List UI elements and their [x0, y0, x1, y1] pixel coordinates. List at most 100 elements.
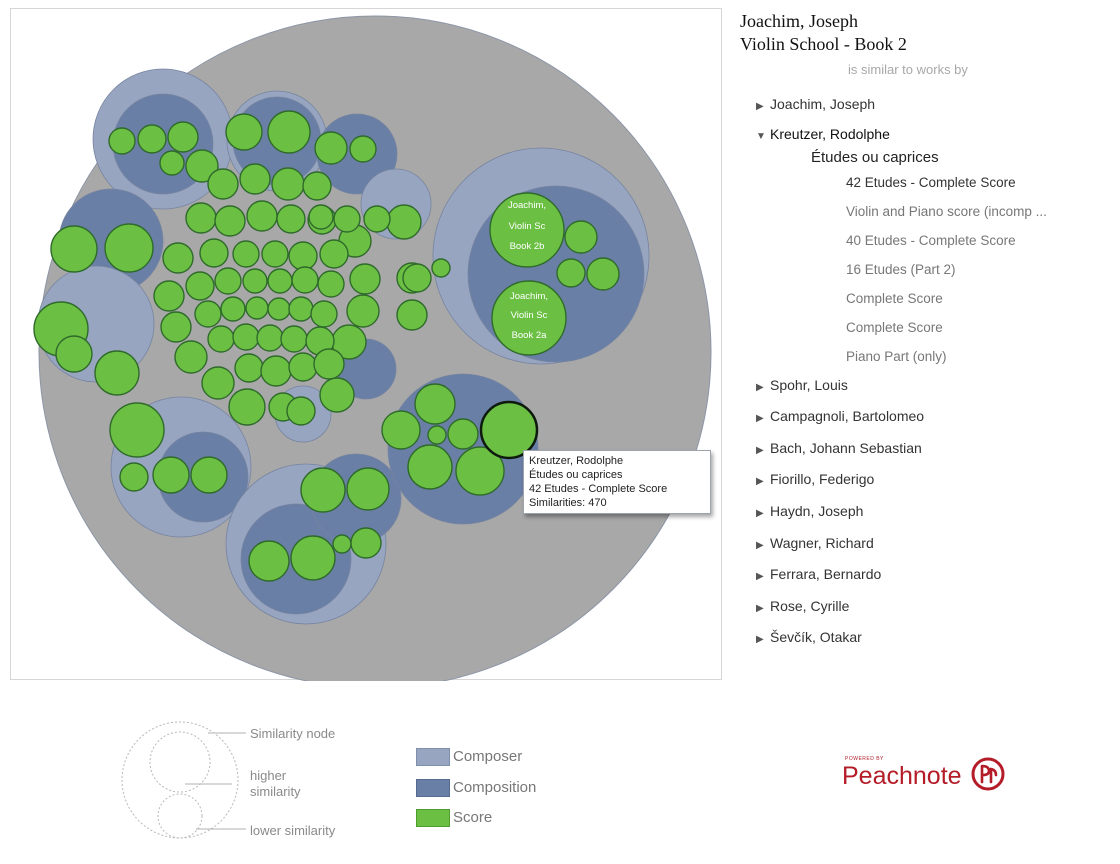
composition-item[interactable]: Études ou caprices	[811, 148, 939, 166]
score-bubble[interactable]	[152, 456, 190, 494]
score-bubble[interactable]	[228, 388, 266, 426]
score-bubble[interactable]	[280, 325, 308, 353]
score-bubble[interactable]	[104, 223, 154, 273]
score-bubble[interactable]	[319, 377, 355, 413]
score-bubble[interactable]	[194, 300, 222, 328]
score-bubble[interactable]	[225, 113, 263, 151]
score-bubble[interactable]	[314, 131, 348, 165]
score-item[interactable]: 42 Etudes - Complete Score	[846, 174, 1016, 190]
score-bubble[interactable]	[349, 263, 381, 295]
composer-item-fiorillo[interactable]: ▶Fiorillo, Federigo	[740, 465, 1110, 497]
score-bubble[interactable]	[214, 267, 242, 295]
score-bubble[interactable]	[288, 352, 318, 382]
score-bubble[interactable]	[160, 311, 192, 343]
score-bubble[interactable]	[586, 257, 620, 291]
score-item[interactable]: Violin and Piano score (incomp ...	[846, 203, 1047, 219]
score-bubble[interactable]	[185, 202, 217, 234]
score-bubble[interactable]	[310, 300, 338, 328]
score-bubble-joachim-2a[interactable]	[491, 280, 567, 356]
composer-item-spohr[interactable]: ▶Spohr, Louis	[740, 371, 1110, 403]
score-bubble[interactable]	[167, 121, 199, 153]
score-bubble[interactable]	[556, 258, 586, 288]
score-bubble[interactable]	[207, 325, 235, 353]
score-bubble[interactable]	[190, 456, 228, 494]
score-bubble[interactable]	[402, 263, 432, 293]
composer-item-haydn[interactable]: ▶Haydn, Joseph	[740, 497, 1110, 529]
composer-item-sevcik[interactable]: ▶Ševčík, Otakar	[740, 623, 1110, 655]
score-bubble[interactable]	[317, 270, 345, 298]
score-bubble[interactable]	[286, 396, 316, 426]
score-bubble[interactable]	[447, 418, 479, 450]
score-bubble[interactable]	[214, 205, 246, 237]
score-bubble[interactable]	[232, 240, 260, 268]
score-bubble[interactable]	[239, 163, 271, 195]
score-bubble[interactable]	[185, 271, 215, 301]
composer-item-rose[interactable]: ▶Rose, Cyrille	[740, 592, 1110, 624]
score-bubble[interactable]	[261, 240, 289, 268]
score-bubble[interactable]	[159, 150, 185, 176]
score-bubble[interactable]	[174, 340, 208, 374]
score-bubble[interactable]	[267, 268, 293, 294]
score-bubble[interactable]	[245, 296, 269, 320]
score-bubble[interactable]	[207, 168, 239, 200]
score-bubble[interactable]	[350, 527, 382, 559]
score-bubble[interactable]	[349, 135, 377, 163]
score-bubble[interactable]	[431, 258, 451, 278]
score-bubble[interactable]	[248, 540, 290, 582]
score-bubble[interactable]	[302, 171, 332, 201]
score-bubble[interactable]	[346, 467, 390, 511]
score-item[interactable]: 40 Etudes - Complete Score	[846, 232, 1016, 248]
score-bubble[interactable]	[407, 444, 453, 490]
score-bubble[interactable]	[276, 204, 306, 234]
score-bubble[interactable]	[427, 425, 447, 445]
score-bubble[interactable]	[396, 299, 428, 331]
score-bubble[interactable]	[346, 294, 380, 328]
composer-item-wagner[interactable]: ▶Wagner, Richard	[740, 529, 1110, 561]
score-bubble[interactable]	[153, 280, 185, 312]
score-bubble[interactable]	[288, 241, 318, 271]
score-bubble[interactable]	[137, 124, 167, 154]
bubble-chart[interactable]: Joachim, Violin Sc Book 2b Joachim, Viol…	[11, 9, 723, 681]
score-bubble[interactable]	[242, 268, 268, 294]
score-bubble[interactable]	[267, 110, 311, 154]
score-bubble[interactable]	[267, 297, 291, 321]
score-bubble[interactable]	[220, 296, 246, 322]
score-bubble[interactable]	[288, 296, 314, 322]
score-bubble[interactable]	[381, 410, 421, 450]
score-bubble-highlighted[interactable]	[479, 400, 539, 460]
score-bubble[interactable]	[260, 355, 292, 387]
score-item[interactable]: Piano Part (only)	[846, 348, 947, 364]
composer-item-joachim[interactable]: ▶Joachim, Joseph	[740, 90, 1110, 122]
score-bubble[interactable]	[300, 467, 346, 513]
score-bubble[interactable]	[333, 205, 361, 233]
score-bubble[interactable]	[291, 266, 319, 294]
composer-item-campagnoli[interactable]: ▶Campagnoli, Bartolomeo	[740, 402, 1110, 434]
score-bubble[interactable]	[109, 402, 165, 458]
score-bubble-joachim-2b[interactable]	[489, 192, 565, 268]
score-bubble[interactable]	[332, 534, 352, 554]
composer-item-kreutzer[interactable]: ▼Kreutzer, Rodolphe	[740, 122, 1110, 148]
score-bubble[interactable]	[199, 238, 229, 268]
score-bubble[interactable]	[256, 324, 284, 352]
composer-item-ferrara[interactable]: ▶Ferrara, Bernardo	[740, 560, 1110, 592]
score-bubble[interactable]	[414, 383, 456, 425]
score-bubble[interactable]	[162, 242, 194, 274]
score-bubble[interactable]	[313, 348, 345, 380]
composer-item-bach[interactable]: ▶Bach, Johann Sebastian	[740, 434, 1110, 466]
score-bubble[interactable]	[308, 204, 334, 230]
score-bubble[interactable]	[94, 350, 140, 396]
score-bubble[interactable]	[55, 335, 93, 373]
score-bubble[interactable]	[564, 220, 598, 254]
score-bubble[interactable]	[363, 205, 391, 233]
score-item[interactable]: 16 Etudes (Part 2)	[846, 261, 956, 277]
score-bubble[interactable]	[185, 149, 219, 183]
score-bubble[interactable]	[119, 462, 149, 492]
score-bubble[interactable]	[290, 535, 336, 581]
score-bubble[interactable]	[455, 446, 505, 496]
score-bubble[interactable]	[246, 200, 278, 232]
score-bubble[interactable]	[271, 167, 305, 201]
score-item[interactable]: Complete Score	[846, 290, 943, 306]
score-bubble[interactable]	[319, 239, 349, 269]
score-bubble[interactable]	[108, 127, 136, 155]
score-bubble[interactable]	[386, 204, 422, 240]
